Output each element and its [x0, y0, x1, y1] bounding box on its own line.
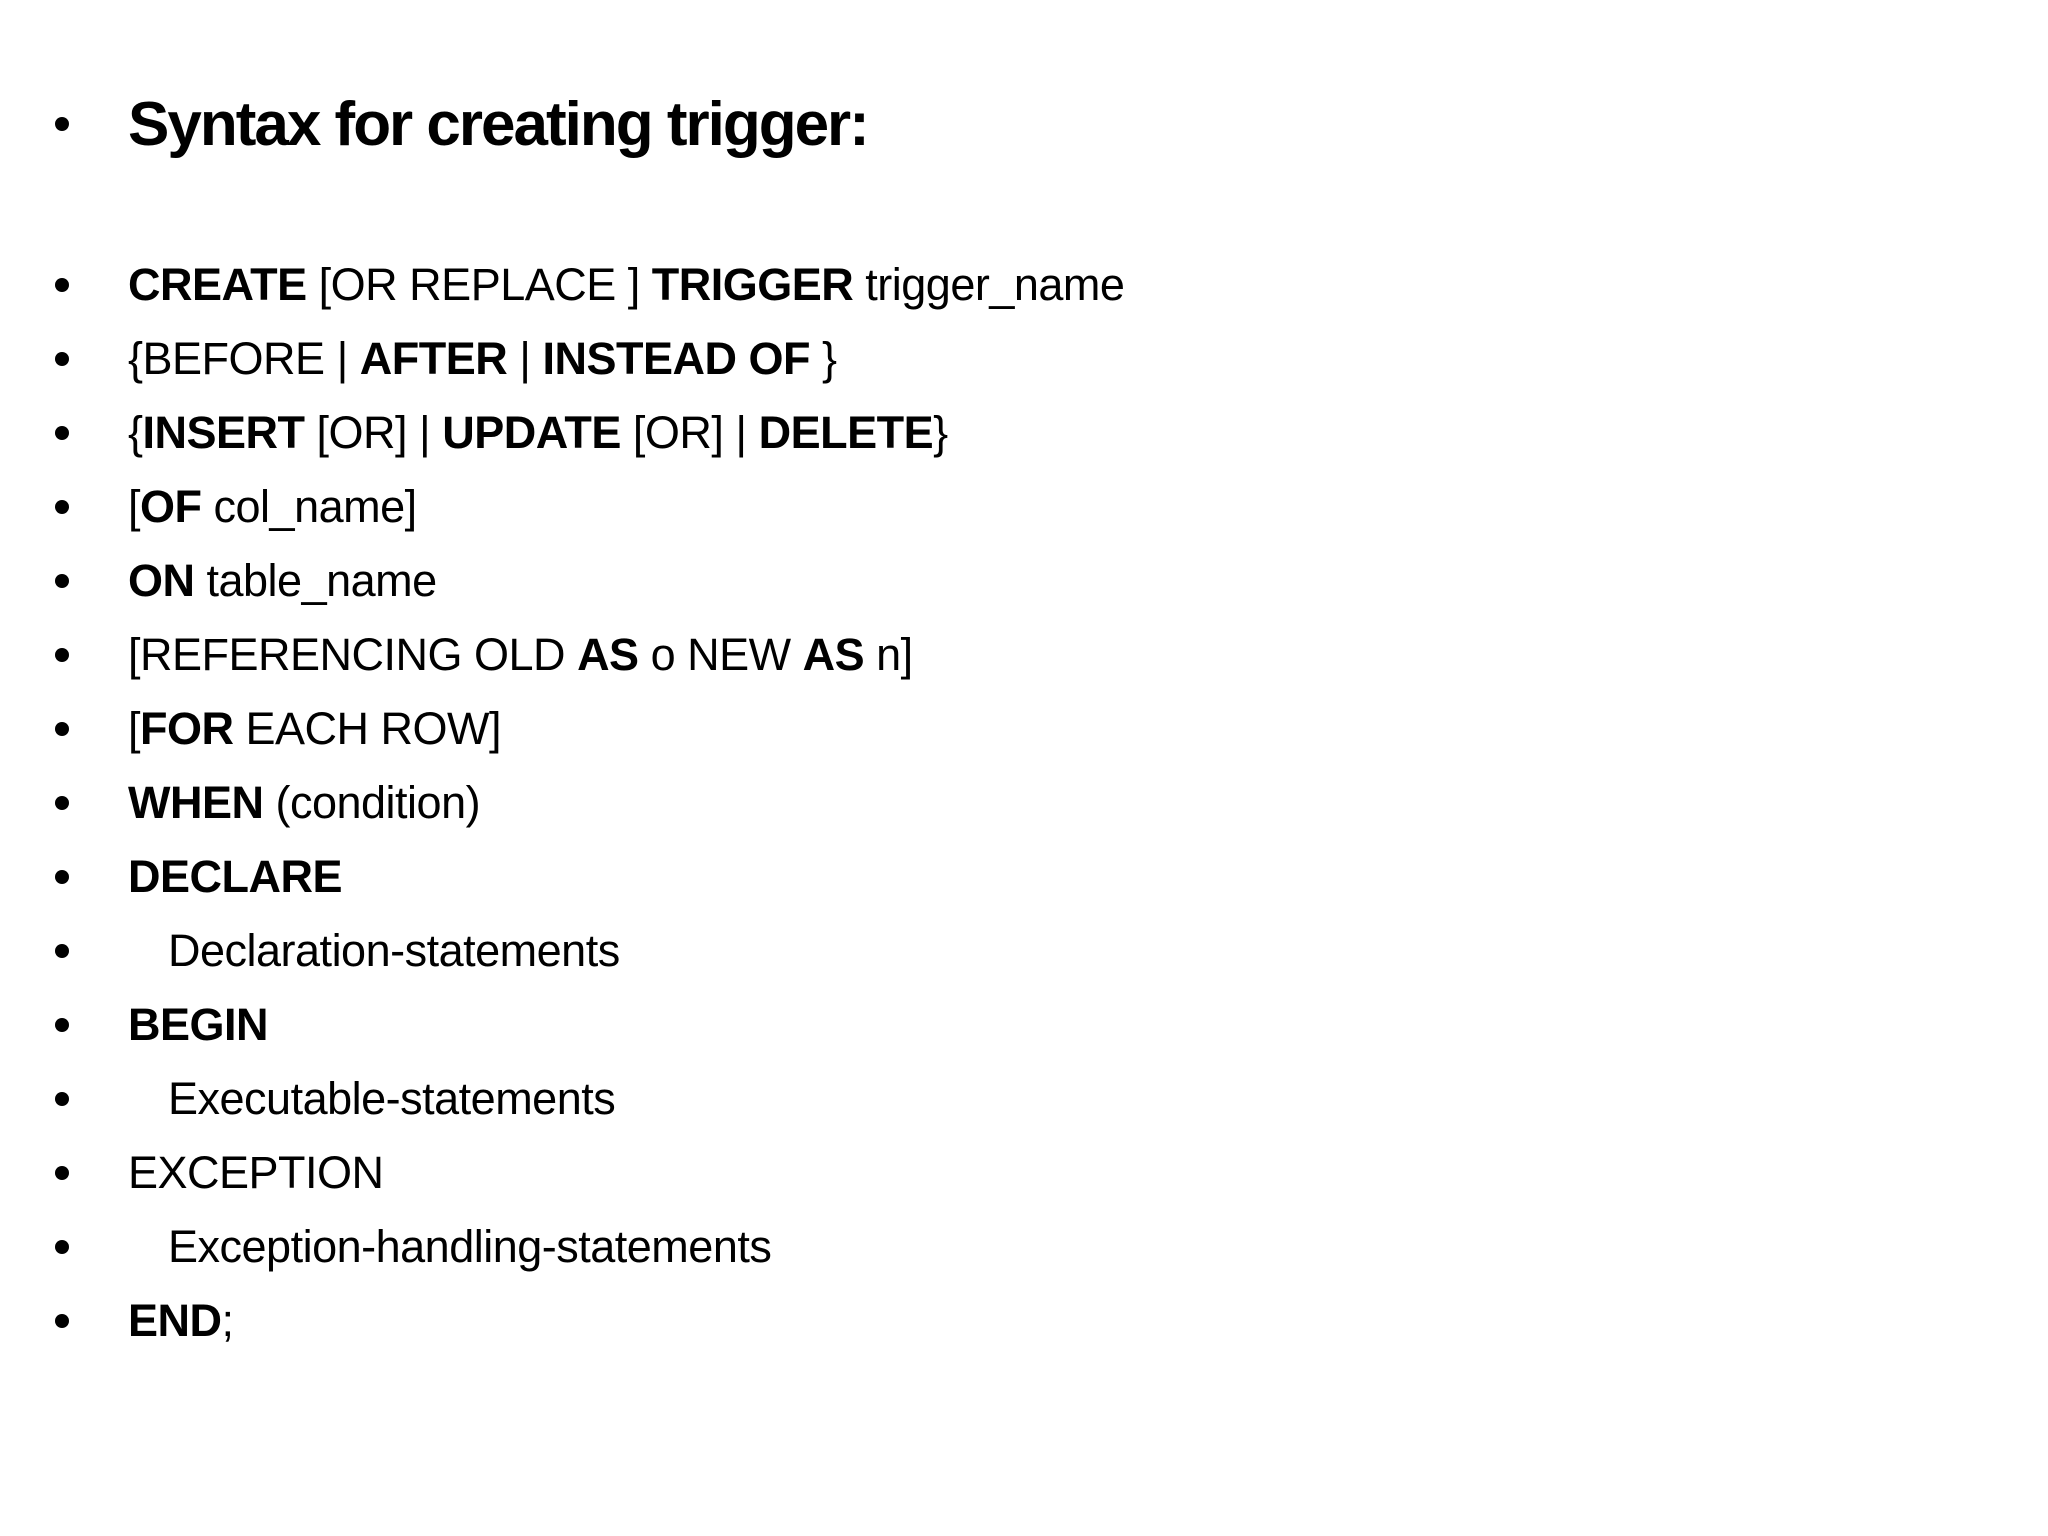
- syntax-line-text: [FOR EACH ROW]: [128, 703, 502, 755]
- syntax-text-segment: o NEW: [638, 629, 803, 680]
- bullet-icon: [55, 574, 128, 588]
- syntax-text-segment: {: [128, 407, 143, 458]
- syntax-text-segment: table_name: [194, 555, 438, 606]
- bullet-icon: [55, 722, 128, 736]
- syntax-line-text: BEGIN: [128, 999, 269, 1051]
- syntax-text-segment: (condition): [263, 777, 481, 828]
- list-item: [REFERENCING OLD AS o NEW AS n]: [0, 618, 2048, 692]
- syntax-line-text: EXCEPTION: [128, 1147, 384, 1199]
- syntax-line-text: END;: [128, 1295, 234, 1347]
- syntax-keyword: CREATE: [128, 259, 307, 310]
- syntax-keyword: AS: [577, 629, 639, 680]
- syntax-keyword: END: [128, 1295, 222, 1346]
- syntax-keyword: AS: [802, 629, 865, 680]
- syntax-text-segment: [: [128, 703, 141, 754]
- syntax-keyword: OF: [140, 481, 202, 532]
- syntax-keyword: INSERT: [142, 407, 306, 458]
- list-item: Executable-statements: [0, 1062, 2048, 1136]
- syntax-keyword: AFTER: [359, 333, 508, 384]
- list-item: [OF col_name]: [0, 470, 2048, 544]
- bullet-icon: [55, 1314, 128, 1328]
- bullet-icon: [55, 1018, 128, 1032]
- syntax-text-segment: Exception-handling-statements: [168, 1221, 772, 1272]
- syntax-line-text: WHEN (condition): [128, 777, 481, 829]
- syntax-text-segment: [OR] |: [304, 407, 443, 458]
- syntax-keyword: WHEN: [128, 777, 264, 828]
- syntax-line-text: {INSERT [OR] | UPDATE [OR] | DELETE}: [128, 407, 948, 459]
- list-item: CREATE [OR REPLACE ] TRIGGER trigger_nam…: [0, 248, 2048, 322]
- syntax-keyword: FOR: [140, 703, 234, 754]
- syntax-line-text: ON table_name: [128, 555, 437, 607]
- bullet-icon: [55, 426, 128, 440]
- syntax-text-segment: [OR REPLACE ]: [306, 259, 652, 310]
- syntax-keyword: TRIGGER: [651, 259, 854, 310]
- syntax-text-segment: }: [933, 407, 948, 458]
- bullet-icon: [55, 352, 128, 366]
- syntax-line-text: Exception-handling-statements: [128, 1221, 772, 1273]
- syntax-keyword: ON: [128, 555, 195, 606]
- syntax-line-text: [OF col_name]: [128, 481, 417, 533]
- syntax-line-text: Declaration-statements: [128, 925, 620, 977]
- syntax-text-segment: Executable-statements: [168, 1073, 616, 1124]
- syntax-keyword: DECLARE: [128, 851, 343, 902]
- syntax-keyword: BEGIN: [128, 999, 269, 1050]
- syntax-line-text: {BEFORE | AFTER | INSTEAD OF }: [128, 333, 837, 385]
- syntax-keyword: DELETE: [758, 407, 934, 458]
- bullet-icon: [55, 870, 128, 884]
- syntax-text-segment: [REFERENCING OLD: [128, 629, 578, 680]
- syntax-line-text: DECLARE: [128, 851, 343, 903]
- syntax-keyword: UPDATE: [442, 407, 621, 458]
- bullet-icon: [55, 944, 128, 958]
- syntax-text-segment: EACH ROW]: [233, 703, 502, 754]
- syntax-text-segment: Declaration-statements: [168, 925, 620, 976]
- syntax-text-segment: ;: [221, 1295, 235, 1346]
- list-item: WHEN (condition): [0, 766, 2048, 840]
- bullet-icon: [55, 500, 128, 514]
- syntax-list: CREATE [OR REPLACE ] TRIGGER trigger_nam…: [0, 248, 2048, 1358]
- list-item: {BEFORE | AFTER | INSTEAD OF }: [0, 322, 2048, 396]
- syntax-text-segment: EXCEPTION: [128, 1147, 384, 1198]
- syntax-text-segment: }: [809, 333, 837, 384]
- list-item: [FOR EACH ROW]: [0, 692, 2048, 766]
- list-item: Exception-handling-statements: [0, 1210, 2048, 1284]
- list-item: DECLARE: [0, 840, 2048, 914]
- page-title: Syntax for creating trigger:: [128, 89, 870, 159]
- list-item: ON table_name: [0, 544, 2048, 618]
- list-item: END;: [0, 1284, 2048, 1358]
- syntax-line-text: Executable-statements: [128, 1073, 616, 1125]
- slide-title-row: Syntax for creating trigger:: [0, 84, 870, 164]
- syntax-text-segment: [: [128, 481, 141, 532]
- list-item: Declaration-statements: [0, 914, 2048, 988]
- list-item: BEGIN: [0, 988, 2048, 1062]
- bullet-icon: [55, 1240, 128, 1254]
- syntax-line-text: CREATE [OR REPLACE ] TRIGGER trigger_nam…: [128, 259, 1125, 311]
- syntax-text-segment: trigger_name: [853, 259, 1125, 310]
- bullet-icon: [55, 648, 128, 662]
- syntax-text-segment: n]: [864, 629, 913, 680]
- syntax-text-segment: col_name]: [201, 481, 418, 532]
- syntax-line-text: [REFERENCING OLD AS o NEW AS n]: [128, 629, 913, 681]
- bullet-icon: [55, 278, 128, 292]
- bullet-icon: [55, 117, 128, 131]
- list-item: {INSERT [OR] | UPDATE [OR] | DELETE}: [0, 396, 2048, 470]
- syntax-text-segment: [OR] |: [620, 407, 759, 458]
- bullet-icon: [55, 796, 128, 810]
- syntax-text-segment: |: [507, 333, 543, 384]
- bullet-icon: [55, 1092, 128, 1106]
- syntax-keyword: INSTEAD OF: [542, 333, 810, 384]
- bullet-icon: [55, 1166, 128, 1180]
- syntax-text-segment: {BEFORE |: [128, 333, 360, 384]
- list-item: EXCEPTION: [0, 1136, 2048, 1210]
